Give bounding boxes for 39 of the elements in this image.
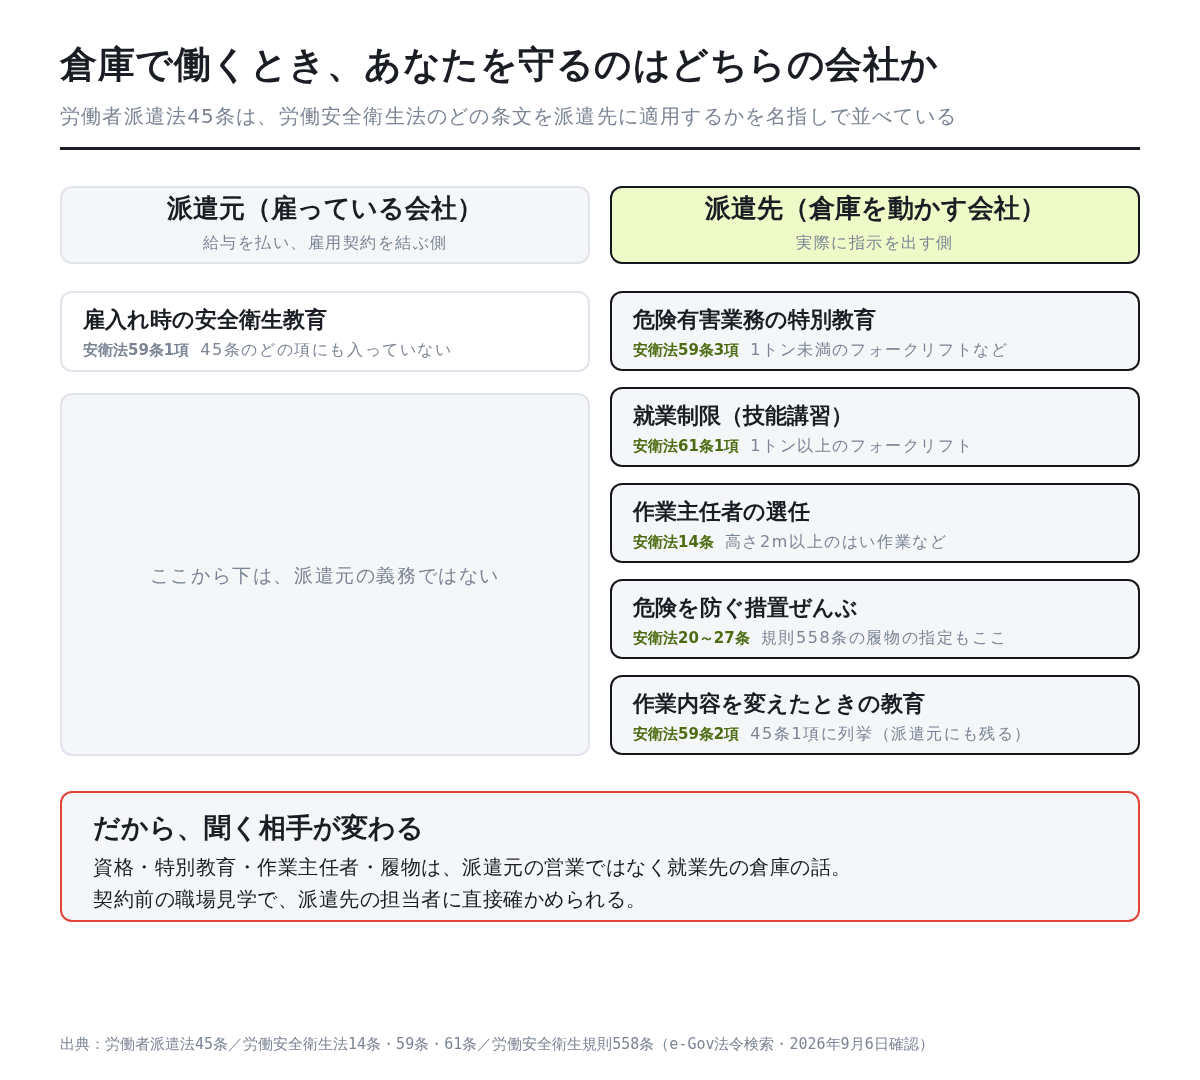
card-description: 1トン以上のフォークリフト bbox=[750, 436, 974, 456]
panel-note: ここから下は、派遣元の義務ではない bbox=[149, 562, 501, 587]
card-description: 45条のどの項にも入っていない bbox=[200, 340, 453, 360]
card-title: 危険有害業務の特別教育 bbox=[633, 306, 876, 333]
duty-card bbox=[60, 291, 590, 372]
law-reference: 安衛法59条3項 bbox=[633, 340, 740, 360]
conclusion-text: 資格・特別教育・作業主任者・履物は、派遣元の営業ではなく就業先の倉庫の話。 bbox=[93, 854, 852, 881]
page-subtitle: 労働者派遣法45条は、労働安全衛生法のどの条文を派遣先に適用するかを名指しで並べている bbox=[60, 103, 958, 130]
law-reference: 安衛法59条1項 bbox=[83, 340, 190, 360]
card-description: 高さ2m以上のはい作業など bbox=[724, 532, 948, 552]
card-title: 危険を防ぐ措置ぜんぶ bbox=[633, 594, 858, 621]
header-title: 派遣先（倉庫を動かす会社） bbox=[704, 193, 1046, 224]
company-header-card bbox=[610, 186, 1140, 264]
law-reference: 安衛法14条 bbox=[633, 532, 714, 552]
card-description: 1トン未満のフォークリフトなど bbox=[750, 340, 1009, 360]
company-header-card bbox=[60, 186, 590, 264]
duty-card bbox=[610, 483, 1140, 563]
law-reference: 安衛法61条1項 bbox=[633, 436, 740, 456]
conclusion-panel bbox=[60, 791, 1140, 922]
card-title: 作業主任者の選任 bbox=[633, 498, 810, 525]
note-panel bbox=[60, 393, 590, 756]
header-subtitle: 実際に指示を出す側 bbox=[796, 232, 954, 253]
duty-card bbox=[610, 579, 1140, 659]
card-title: 雇入れ時の安全衛生教育 bbox=[83, 306, 327, 333]
page-title: 倉庫で働くとき、あなたを守るのはどちらの会社か bbox=[60, 42, 939, 88]
duty-card bbox=[610, 675, 1140, 755]
source-note: 出典：労働者派遣法45条／労働安全衛生法14条・59条・61条／労働安全衛生規則558条（e-Gov法令検索・2026年9月6日確認） bbox=[60, 1034, 934, 1054]
card-title: 就業制限（技能講習） bbox=[633, 402, 853, 429]
duty-card bbox=[610, 291, 1140, 371]
card-title: 作業内容を変えたときの教育 bbox=[633, 690, 925, 717]
card-description: 45条1項に列挙（派遣元にも残る） bbox=[750, 724, 1033, 744]
law-reference: 安衛法59条2項 bbox=[633, 724, 740, 744]
card-description: 規則558条の履物の指定もここ bbox=[760, 628, 1008, 648]
law-reference: 安衛法20～27条 bbox=[633, 628, 750, 648]
conclusion-heading: だから、聞く相手が変わる bbox=[93, 811, 424, 845]
header-subtitle: 給与を払い、雇用契約を結ぶ側 bbox=[202, 232, 448, 253]
conclusion-text: 契約前の職場見学で、派遣先の担当者に直接確かめられる。 bbox=[93, 886, 647, 913]
header-title: 派遣元（雇っている会社） bbox=[167, 193, 483, 224]
duty-card bbox=[610, 387, 1140, 467]
